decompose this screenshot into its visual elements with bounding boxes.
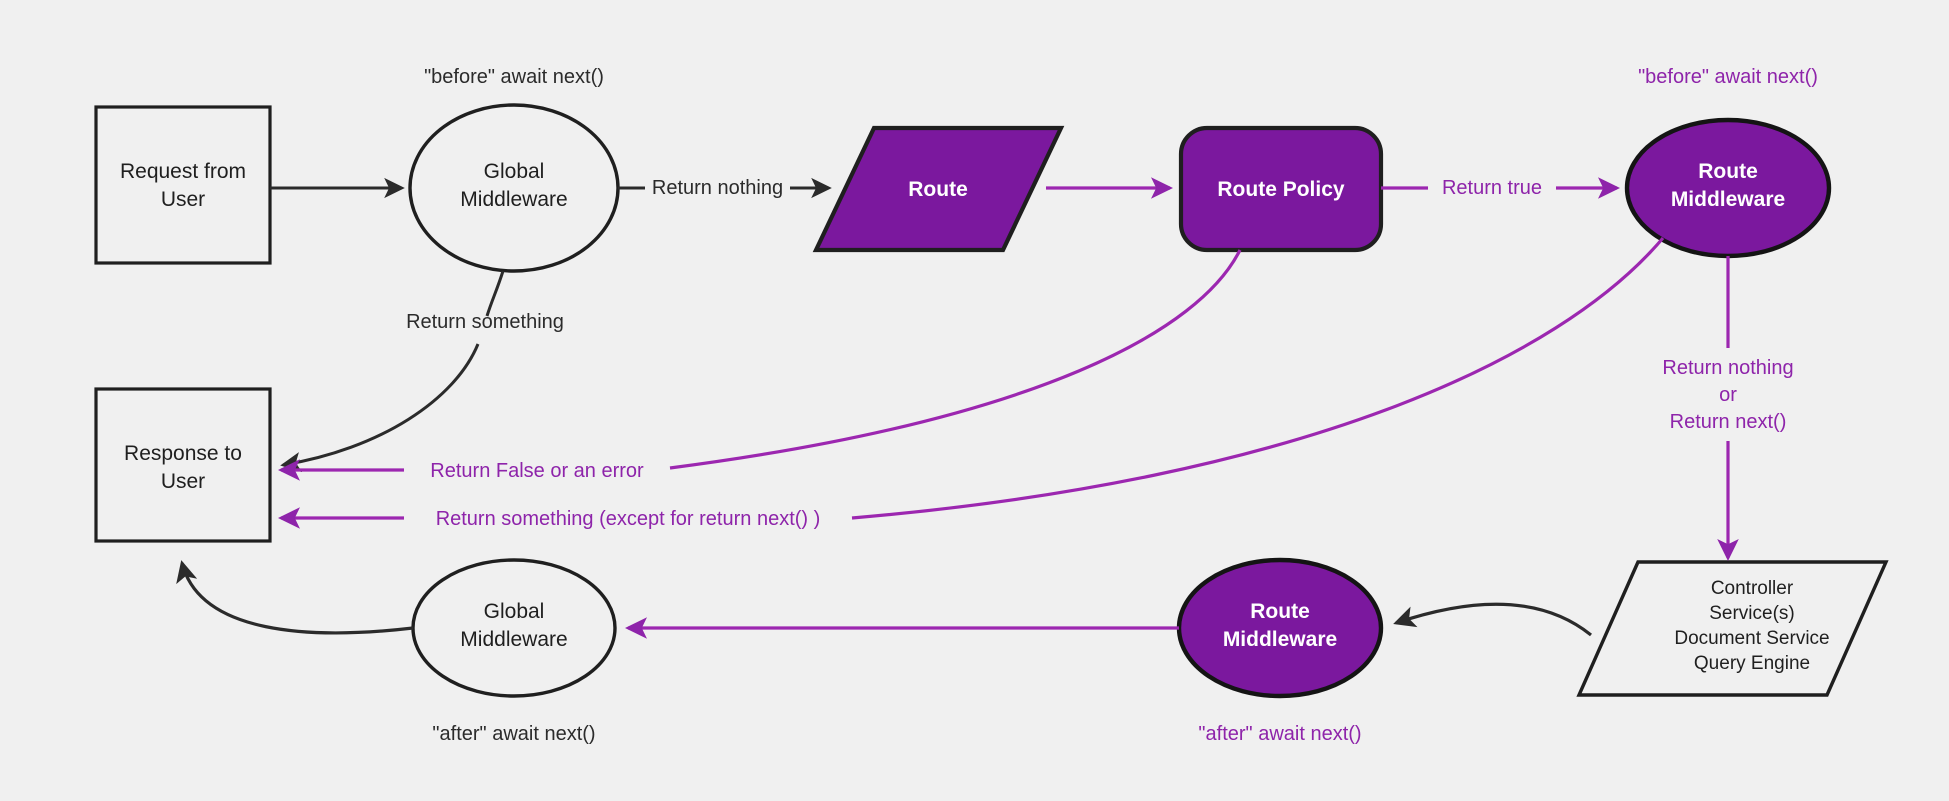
edge-policy-to-label-false bbox=[669, 249, 1242, 470]
edge-route-middleware-to-label-something bbox=[851, 236, 1665, 520]
node-controller-stack bbox=[1576, 560, 1889, 697]
node-request-from-user bbox=[94, 105, 272, 265]
node-global-middleware-after bbox=[411, 558, 617, 698]
node-route-middleware-after bbox=[1176, 557, 1384, 699]
node-route-policy bbox=[1178, 125, 1384, 253]
node-global-middleware-before bbox=[408, 103, 620, 273]
node-route bbox=[812, 125, 1065, 253]
node-response-to-user bbox=[94, 387, 272, 543]
edge-global-after-to-response bbox=[176, 560, 414, 635]
edge-global-to-label-something bbox=[485, 270, 505, 317]
node-route-middleware-before bbox=[1624, 117, 1832, 259]
edge-label-something-to-response bbox=[280, 343, 480, 473]
edge-controller-to-route-middleware-after bbox=[1393, 602, 1593, 637]
